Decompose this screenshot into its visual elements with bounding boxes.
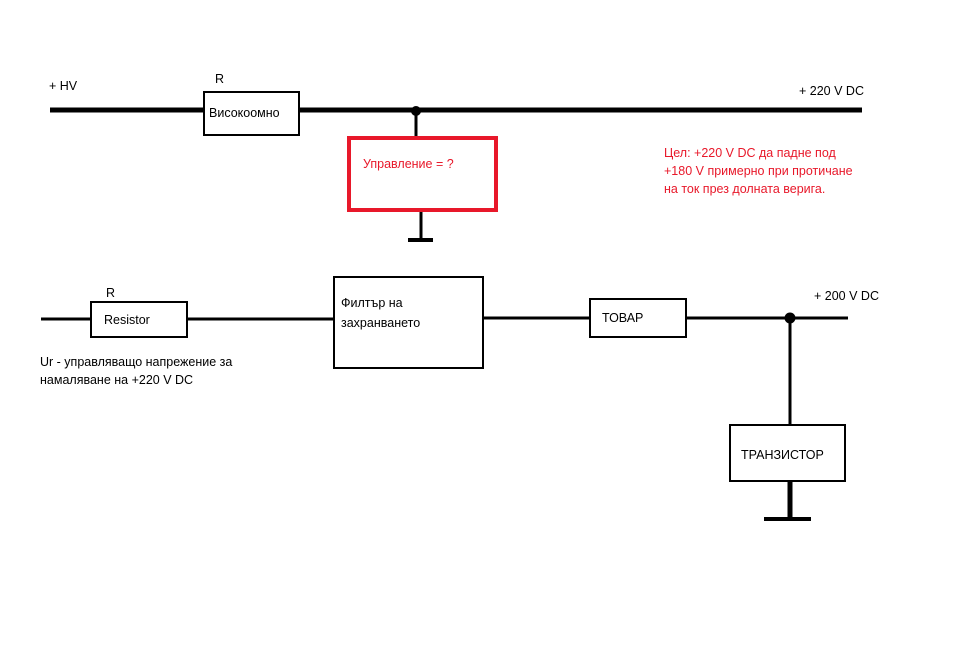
resistor-label: Resistor xyxy=(104,313,150,327)
resistor-box xyxy=(90,301,188,338)
transistor-box xyxy=(729,424,846,482)
r-top-label: R xyxy=(215,72,224,86)
load-label: ТОВАР xyxy=(602,311,643,325)
transistor-label: ТРАНЗИСТОР xyxy=(741,448,824,462)
filter-label-line-2: захранването xyxy=(341,316,420,330)
control-box xyxy=(347,136,498,212)
out-220-label: + 220 V DC xyxy=(799,84,864,98)
goal-line-1: Цел: +220 V DC да падне под xyxy=(664,146,836,160)
r-bottom-label: R xyxy=(106,286,115,300)
filter-box xyxy=(333,276,484,369)
ur-label-line-2: намаляване на +220 V DC xyxy=(40,373,193,387)
goal-line-2: +180 V примерно при протичане xyxy=(664,164,853,178)
out-200-label: + 200 V DC xyxy=(814,289,879,303)
control-label: Управление = ? xyxy=(363,157,454,171)
high-ohm-label: Високоомно xyxy=(209,106,280,120)
filter-label-line-1: Филтър на xyxy=(341,296,403,310)
hv-label: + HV xyxy=(49,79,78,93)
goal-line-3: на ток през долната верига. xyxy=(664,182,825,196)
ur-label-line-1: Ur - управляващо напрежение за xyxy=(40,355,232,369)
high-ohm-resistor-box xyxy=(203,91,300,136)
